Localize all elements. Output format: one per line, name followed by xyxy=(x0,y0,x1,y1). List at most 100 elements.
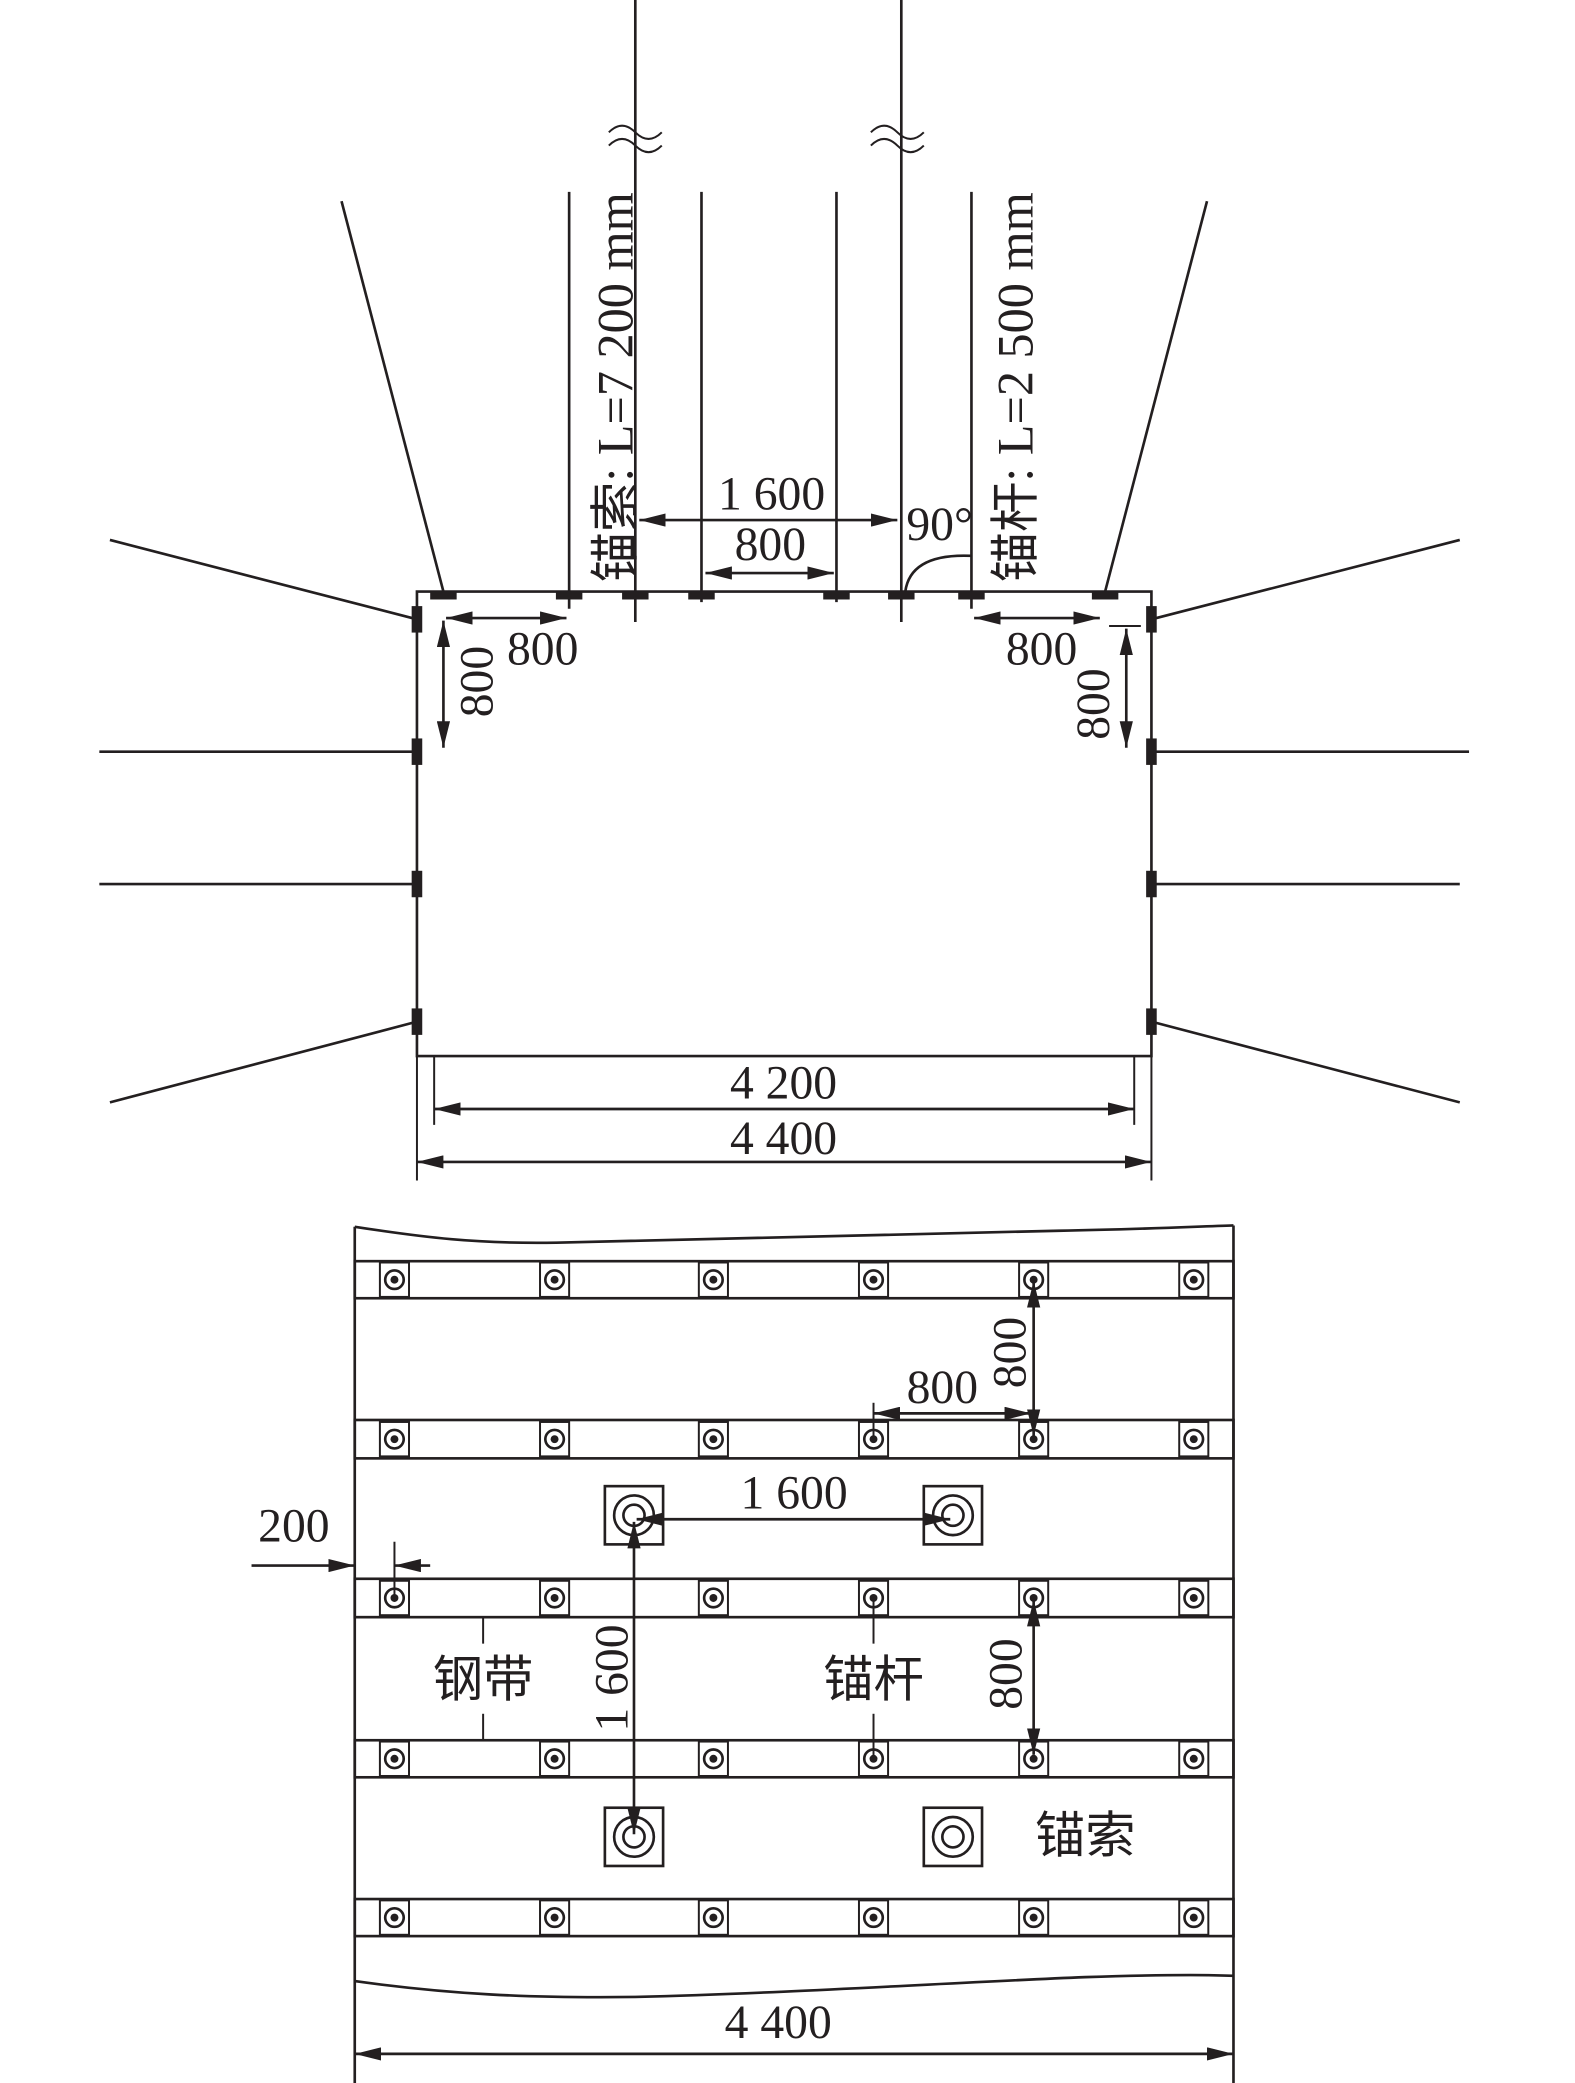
dim-band-spacing: 800 xyxy=(981,1638,1033,1709)
bolt-nut-icon xyxy=(383,1269,406,1291)
rock-bolt xyxy=(697,1899,729,1936)
bolt-head-icon xyxy=(390,1754,399,1763)
bolt-plate xyxy=(539,1261,571,1298)
bolt-plate xyxy=(1178,1579,1210,1617)
bearing-plate xyxy=(1146,870,1157,898)
bolt-head-icon xyxy=(869,1754,878,1763)
bolt-nut-icon xyxy=(383,1748,406,1770)
label-cable: 锚索 xyxy=(1035,1808,1136,1864)
bolt-nut-icon xyxy=(383,1906,406,1929)
bolt-plate xyxy=(378,1261,411,1298)
bolt-head-icon xyxy=(550,1435,559,1444)
bolt-plate xyxy=(697,1261,729,1298)
rock-bolt xyxy=(697,1740,729,1777)
bolt-head-icon xyxy=(1029,1913,1038,1922)
bolt-plate xyxy=(1018,1899,1050,1936)
bolt-head-icon xyxy=(709,1754,718,1763)
bolt-nut-icon xyxy=(1023,1906,1045,1929)
bolt-plate xyxy=(378,1420,411,1458)
bolt-head-icon xyxy=(709,1594,718,1602)
bolt-head-icon xyxy=(1189,1913,1198,1922)
dim-left-v: 800 xyxy=(451,646,503,717)
label-steel-band: 钢带 xyxy=(433,1652,534,1708)
rock-bolt xyxy=(1178,1420,1210,1458)
bolt-nut-icon xyxy=(862,1269,885,1291)
dim-bolt-row: 800 xyxy=(907,1362,978,1414)
bolt-plate xyxy=(857,1261,890,1298)
angle-label: 90° xyxy=(906,499,973,551)
dim-width: 4 400 xyxy=(730,1113,837,1165)
bearing-plate xyxy=(1146,738,1157,765)
bolt-plate xyxy=(697,1420,729,1458)
rock-bolt xyxy=(378,1420,411,1458)
bolt-plate xyxy=(697,1740,729,1777)
bolt-plate xyxy=(539,1899,571,1936)
bolt-nut-icon xyxy=(1183,1906,1205,1929)
bolt-head-icon xyxy=(550,1913,559,1922)
bearing-plate xyxy=(888,591,915,600)
rock-bolt xyxy=(378,1899,411,1936)
cable-ring-icon xyxy=(931,1815,975,1859)
rock-bolt xyxy=(539,1899,571,1936)
bolt-nut-icon xyxy=(702,1269,724,1291)
plan-bottom-edge xyxy=(354,1973,1234,1999)
dim-cable-h: 1 600 xyxy=(741,1468,848,1520)
cable-plate xyxy=(922,1806,984,1868)
bearing-plate xyxy=(411,738,423,765)
break-symbol xyxy=(870,124,925,154)
bolt-nut-icon xyxy=(543,1587,566,1609)
bolt-nut-icon xyxy=(702,1428,724,1450)
dim-left-h: 800 xyxy=(507,623,578,675)
bolt-plate xyxy=(1178,1420,1210,1458)
bolt-plate xyxy=(378,1740,411,1777)
bolt-nut-icon xyxy=(702,1748,724,1770)
rock-bolt xyxy=(697,1261,729,1298)
bolt-plate xyxy=(1178,1899,1210,1936)
bolt-plate xyxy=(857,1899,890,1936)
plan-top-edge xyxy=(354,1224,1234,1245)
bolt-nut-icon xyxy=(543,1748,566,1770)
bolt-head-icon xyxy=(709,1913,718,1922)
steel-band xyxy=(353,1259,1235,1300)
rock-bolt xyxy=(539,1261,571,1298)
bearing-plate xyxy=(430,591,457,600)
bearing-plate xyxy=(622,591,649,600)
cable-core-icon xyxy=(941,1824,965,1849)
bolt-nut-icon xyxy=(702,1906,724,1929)
bolt-plate xyxy=(697,1899,729,1936)
bolt-head-icon xyxy=(1029,1754,1038,1763)
bolt-nut-icon xyxy=(383,1428,406,1450)
steel-band xyxy=(353,1897,1235,1938)
steel-band xyxy=(353,1738,1235,1779)
steel-band xyxy=(353,1577,1235,1619)
bolt-nut-icon xyxy=(1183,1428,1205,1450)
rock-bolt xyxy=(1178,1261,1210,1298)
rock-bolt xyxy=(857,1261,890,1298)
bearing-plate xyxy=(823,591,850,600)
bolt-nut-icon xyxy=(1183,1587,1205,1609)
bearing-plate xyxy=(411,870,423,898)
bolt-plate xyxy=(378,1899,411,1936)
rock-bolt xyxy=(697,1420,729,1458)
rock-bolt xyxy=(1178,1899,1210,1936)
bolt-plate xyxy=(539,1579,571,1617)
dim-cable-v: 1 600 xyxy=(586,1624,638,1731)
bolt-head-icon xyxy=(869,1435,878,1444)
rock-bolt xyxy=(378,1261,411,1298)
bearing-plate xyxy=(958,591,985,600)
label-bolt: 锚杆 xyxy=(823,1652,924,1708)
bearing-plates xyxy=(411,591,1157,1035)
bolt-plate xyxy=(1178,1261,1210,1298)
bolt-plate xyxy=(1178,1740,1210,1777)
bolt-nut-icon xyxy=(543,1269,566,1291)
plan-view: 800 800 1 600 1 600 200 800 钢带 锚杆 锚索 4 4… xyxy=(251,1224,1235,2083)
bolt-head-icon xyxy=(390,1435,399,1444)
bolt-nut-icon xyxy=(862,1906,885,1929)
bolt-head-icon xyxy=(869,1913,878,1922)
dim-plan-width: 4 400 xyxy=(725,1997,832,2049)
cable-ring-icon xyxy=(931,1494,975,1537)
rock-bolt xyxy=(697,1579,729,1617)
cable-label: 锚索: L=7 200 mm xyxy=(588,192,644,582)
bolt-plate xyxy=(539,1740,571,1777)
